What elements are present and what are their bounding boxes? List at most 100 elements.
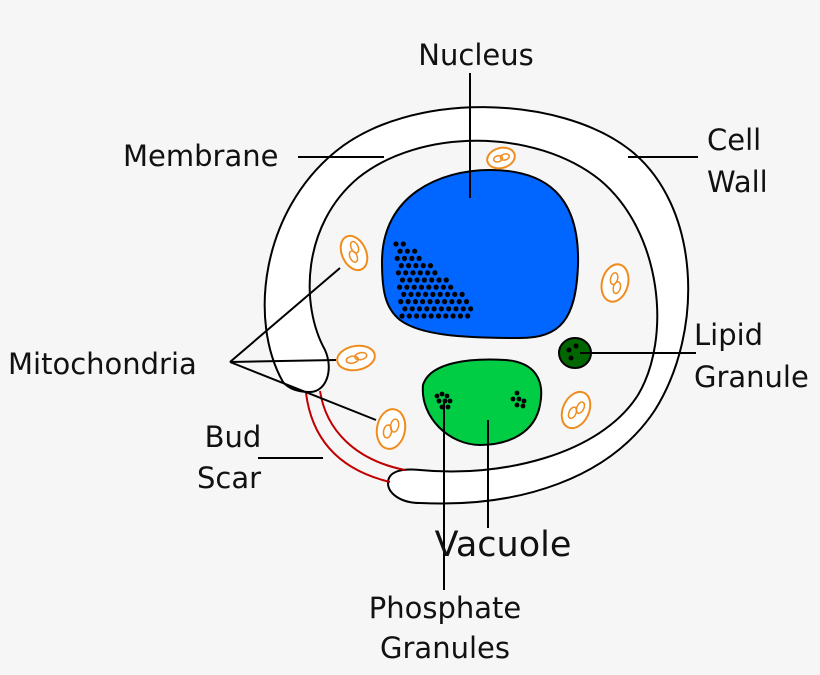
- chromatin-granule: [433, 284, 439, 290]
- chromatin-granule: [424, 306, 430, 312]
- chromatin-granule: [428, 313, 434, 319]
- label-vacuole: Vacuole: [435, 525, 572, 565]
- chromatin-granule: [394, 255, 400, 261]
- chromatin-granule: [448, 284, 454, 290]
- chromatin-granule: [430, 291, 436, 297]
- chromatin-granule: [463, 299, 470, 305]
- chromatin-granule: [399, 313, 405, 319]
- chromatin-granule: [410, 270, 416, 276]
- phosphate-granule: [436, 398, 442, 404]
- chromatin-granule: [417, 270, 423, 276]
- chromatin-granule: [465, 313, 471, 319]
- mitochondrion: [600, 263, 630, 303]
- mitochondria-leader-3: [229, 361, 377, 421]
- chromatin-granule: [402, 306, 408, 312]
- chromatin-granule: [457, 313, 463, 319]
- mitochondrion: [560, 390, 592, 430]
- label-phosphate-line2: Granules: [380, 631, 510, 665]
- chromatin-granule: [434, 299, 440, 305]
- chromatin-granule: [440, 284, 446, 290]
- mitochondria-leader-2: [229, 359, 337, 363]
- lipid-dot: [566, 347, 572, 353]
- chromatin-granule: [444, 291, 451, 297]
- chromatin-granule: [426, 284, 432, 290]
- leader-lines: [229, 73, 698, 590]
- chromatin-granule: [420, 263, 426, 269]
- chromatin-granule: [412, 248, 418, 254]
- chromatin-granule: [399, 277, 406, 283]
- phosphate-granule: [447, 398, 453, 404]
- chromatin-granule: [409, 255, 415, 261]
- chromatin-granule: [449, 299, 455, 305]
- chromatin-granule: [442, 299, 448, 305]
- chromatin-granule: [429, 277, 435, 283]
- bud-scar-arc-outer: [305, 392, 391, 483]
- chromatin-granule: [436, 277, 442, 283]
- chromatin-granule: [435, 313, 442, 319]
- chromatin-granule: [460, 306, 466, 312]
- label-membrane: Membrane: [123, 139, 278, 173]
- chromatin-granule: [407, 277, 413, 283]
- phosphate-granule: [445, 404, 451, 410]
- chromatin-granule: [416, 255, 422, 261]
- chromatin-granule: [453, 306, 459, 312]
- label-nucleus: Nucleus: [418, 38, 533, 72]
- chromatin-granule: [393, 241, 399, 247]
- chromatin-granule: [414, 313, 420, 319]
- chromatin-granule: [397, 284, 403, 290]
- mitochondrion: [375, 408, 407, 450]
- phosphate-granule: [434, 393, 440, 399]
- label-cell-wall-line1: Cell: [707, 123, 761, 157]
- chromatin-granule: [438, 306, 444, 312]
- chromatin-granule: [446, 306, 452, 312]
- chromatin-granule: [427, 263, 434, 269]
- label-cell-wall-line2: Wall: [707, 165, 768, 199]
- chromatin-granule: [395, 270, 401, 276]
- chromatin-granule: [408, 291, 414, 297]
- chromatin-granule: [412, 299, 418, 305]
- mitochondria-leader-1: [229, 267, 341, 363]
- vacuole: [421, 358, 543, 447]
- chromatin-granule: [421, 277, 427, 283]
- chromatin-granule: [409, 306, 415, 312]
- chromatin-granule: [400, 241, 406, 247]
- phosphate-granule: [521, 398, 527, 404]
- chromatin-granule: [443, 277, 449, 283]
- chromatin-granule: [420, 299, 426, 305]
- chromatin-granule: [427, 299, 433, 305]
- label-lipid-line2: Granule: [694, 360, 809, 394]
- chromatin-granule: [398, 263, 404, 269]
- chromatin-granule: [398, 299, 404, 305]
- mitochondrion: [336, 344, 376, 372]
- phosphate-granule: [510, 396, 516, 402]
- chromatin-granule: [450, 313, 456, 319]
- chromatin-granule: [411, 284, 417, 290]
- nucleus: [380, 168, 580, 340]
- chromatin-granule: [459, 291, 465, 297]
- chromatin-granule: [421, 313, 427, 319]
- chromatin-granule: [405, 299, 411, 305]
- chromatin-granule: [468, 306, 474, 312]
- chromatin-granule: [397, 248, 403, 254]
- chromatin-granule: [456, 299, 462, 305]
- label-bud-line1: Bud: [205, 420, 262, 454]
- mitochondrion: [486, 146, 516, 170]
- chromatin-granule: [415, 291, 421, 297]
- chromatin-granule: [404, 248, 410, 254]
- chromatin-granule: [401, 255, 408, 261]
- phosphate-granule: [514, 402, 520, 408]
- chromatin-granule: [418, 284, 425, 290]
- chromatin-granule: [406, 313, 412, 319]
- chromatin-granule: [431, 306, 437, 312]
- phosphate-granule: [444, 393, 450, 399]
- label-lipid-line1: Lipid: [694, 318, 763, 352]
- chromatin-granule: [401, 291, 407, 297]
- chromatin-granule: [452, 291, 458, 297]
- label-phosphate-line1: Phosphate: [369, 591, 522, 625]
- chromatin-granule: [413, 263, 419, 269]
- phosphate-granule: [439, 391, 445, 397]
- chromatin-granule: [423, 291, 429, 297]
- chromatin-granule: [432, 270, 438, 276]
- chromatin-granule: [404, 284, 410, 290]
